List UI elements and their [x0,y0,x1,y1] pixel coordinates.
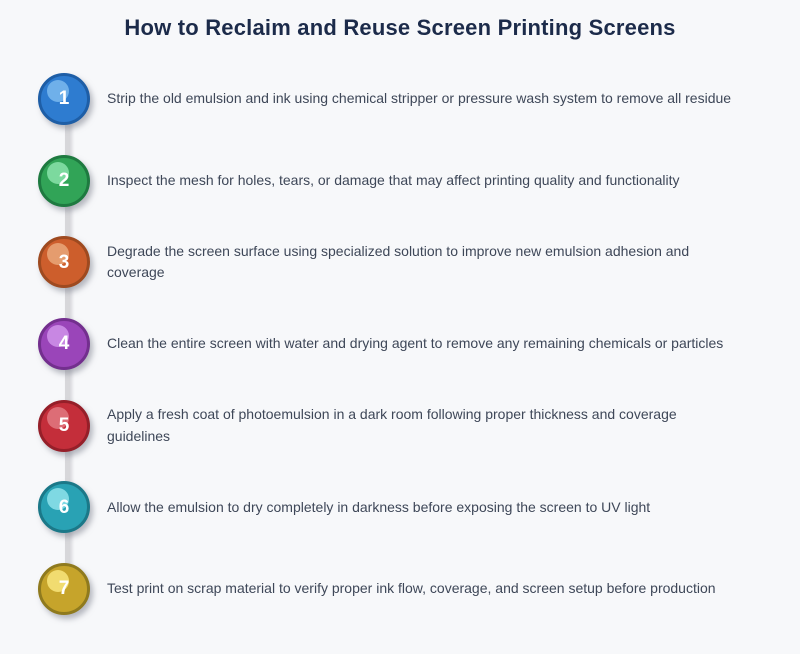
step-description: Degrade the screen surface using special… [107,242,690,281]
step-row-5: 5 Apply a fresh coat of photoemulsion in… [0,385,800,467]
steps-timeline: 1 Strip the old emulsion and ink using c… [0,58,800,630]
step-1-number-badge: 1 [38,72,90,125]
step-description: Strip the old emulsion and ink using che… [107,90,732,107]
step-7-number-badge: 7 [38,562,90,615]
step-description: Inspect the mesh for holes, tears, or da… [107,171,680,188]
step-description: Allow the emulsion to dry completely in … [107,498,651,515]
step-number: 2 [58,170,70,192]
badge-highlight [47,569,69,592]
step-number: 7 [58,578,70,600]
step-4-number-badge: 4 [38,317,90,370]
step-number: 3 [58,251,70,273]
badge-highlight [47,243,69,266]
badge-highlight [47,406,69,429]
step-3-number-badge: 3 [38,236,90,289]
badge-highlight [47,488,69,511]
badge-highlight [47,324,69,347]
badge-highlight [47,79,69,102]
step-number: 6 [58,496,70,518]
step-row-6: 6 Allow the emulsion to dry completely i… [0,466,800,548]
step-row-7: 7 Test print on scrap material to verify… [0,548,800,630]
step-row-2: 2 Inspect the mesh for holes, tears, or … [0,140,800,222]
step-row-1: 1 Strip the old emulsion and ink using c… [0,58,800,140]
step-5-number-badge: 5 [38,399,90,452]
step-number: 4 [58,333,70,355]
step-row-3: 3 Degrade the screen surface using speci… [0,221,800,303]
step-description: Apply a fresh coat of photoemulsion in a… [107,406,677,444]
step-description: Test print on scrap material to verify p… [107,580,716,597]
badge-highlight [47,161,69,184]
step-description: Clean the entire screen with water and d… [107,335,724,352]
step-number: 5 [58,415,70,437]
page-title: How to Reclaim and Reuse Screen Printing… [124,15,676,40]
step-2-number-badge: 2 [38,154,90,207]
step-number: 1 [58,88,70,110]
step-6-number-badge: 6 [38,481,90,534]
step-row-4: 4 Clean the entire screen with water and… [0,303,800,385]
